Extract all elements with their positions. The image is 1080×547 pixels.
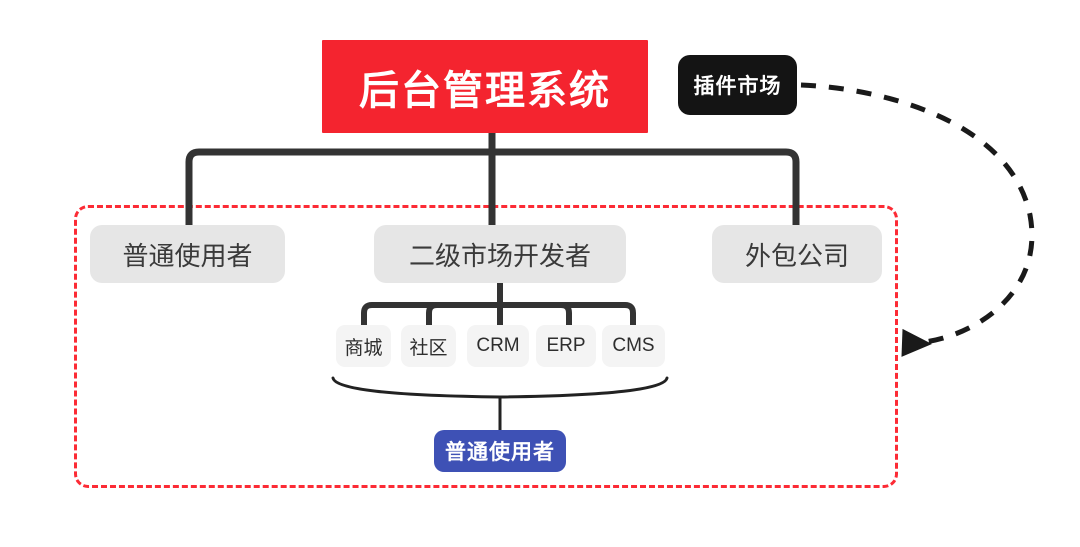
tag-erp[interactable]: ERP bbox=[536, 325, 596, 367]
tag-community[interactable]: 社区 bbox=[401, 325, 456, 367]
tag-mall[interactable]: 商城 bbox=[336, 325, 391, 367]
node-root-admin-system[interactable]: 后台管理系统 bbox=[322, 40, 648, 133]
node-normal-user-leaf[interactable]: 普通使用者 bbox=[434, 430, 566, 472]
node-outsourcing-company[interactable]: 外包公司 bbox=[712, 225, 882, 283]
tag-cms[interactable]: CMS bbox=[602, 325, 665, 367]
node-plugin-market[interactable]: 插件市场 bbox=[678, 55, 797, 115]
tag-crm[interactable]: CRM bbox=[467, 325, 529, 367]
node-normal-user[interactable]: 普通使用者 bbox=[90, 225, 285, 283]
node-secondary-market-developer[interactable]: 二级市场开发者 bbox=[374, 225, 626, 283]
